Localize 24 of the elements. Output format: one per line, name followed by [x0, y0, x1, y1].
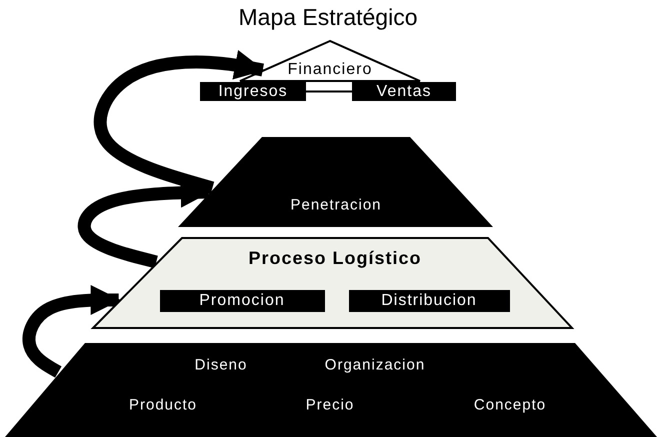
curved-arrow: [22, 285, 121, 378]
layer-title: Financiero: [288, 62, 372, 78]
layer-label: Producto: [128, 398, 198, 412]
layer-label: Diseno: [194, 358, 248, 372]
pyramid-layer: [178, 137, 493, 227]
box-label: Ventas: [376, 84, 432, 100]
layer-label: Concepto: [474, 398, 546, 412]
box-label: Distribucion: [381, 293, 477, 309]
pyramid-layer: [5, 343, 657, 437]
strategy-box: [349, 290, 510, 312]
layer-label: Organizacion: [324, 358, 426, 372]
pyramid-layer: [93, 238, 572, 328]
box-label: Promocion: [199, 293, 285, 309]
box-label: Ingresos: [218, 84, 288, 100]
metric-box: [352, 82, 456, 101]
layer-label: Precio: [306, 398, 354, 412]
pyramid-apex: [240, 40, 420, 81]
layer-title: Penetracion: [290, 198, 382, 212]
diagram-title: Mapa Estratégico: [238, 4, 418, 31]
metric-box: [200, 82, 306, 101]
strategy-box: [160, 290, 325, 312]
layer-title: Proceso Logístico: [248, 249, 422, 267]
connector-line: [306, 90, 352, 92]
curved-arrow: [94, 50, 265, 194]
